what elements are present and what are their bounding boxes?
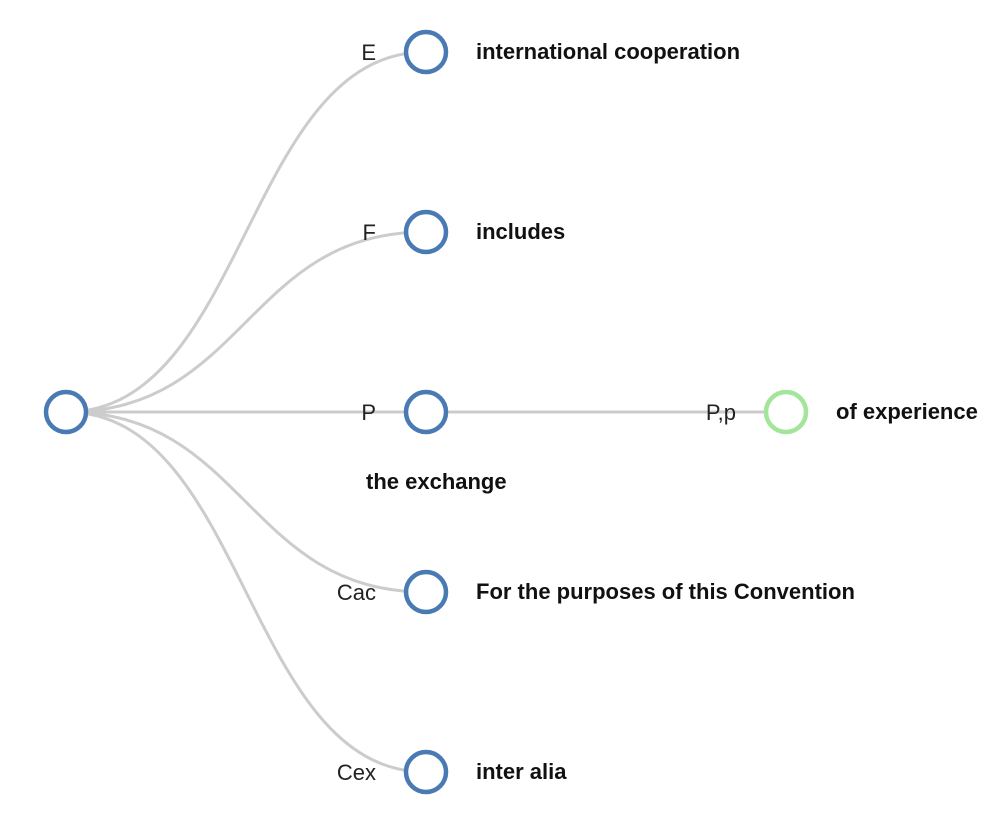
node-text: includes	[476, 219, 565, 244]
node-text: inter alia	[476, 759, 567, 784]
node-circle[interactable]	[403, 209, 449, 255]
edge-label-f: F	[363, 220, 376, 245]
node-of-experience[interactable]: P,p of experience	[706, 389, 978, 435]
node-circle[interactable]	[403, 569, 449, 615]
edge-label-p: P	[361, 400, 376, 425]
edge-label-cac: Cac	[337, 580, 376, 605]
root-node-circle[interactable]	[43, 389, 89, 435]
link-root-to-inter-alia	[65, 410, 427, 774]
link-root-to-international-cooperation	[65, 50, 427, 414]
tree-links	[65, 50, 786, 774]
node-international-cooperation[interactable]: E international cooperation	[361, 29, 740, 75]
node-text: of experience	[836, 399, 978, 424]
node-text: the exchange	[366, 469, 507, 494]
node-inter-alia[interactable]: Cex inter alia	[337, 749, 567, 795]
tree-nodes: E international cooperation F includes P…	[43, 29, 978, 795]
root-node[interactable]	[43, 389, 89, 435]
edge-label-e: E	[361, 40, 376, 65]
node-includes[interactable]: F includes	[363, 209, 566, 255]
node-the-exchange[interactable]: P the exchange	[361, 389, 507, 494]
edge-label-cex: Cex	[337, 760, 376, 785]
node-circle[interactable]	[403, 389, 449, 435]
node-purposes-of-convention[interactable]: Cac For the purposes of this Convention	[337, 569, 855, 615]
link-root-to-includes	[65, 230, 427, 414]
node-text: international cooperation	[476, 39, 740, 64]
node-circle[interactable]	[403, 29, 449, 75]
node-text: For the purposes of this Convention	[476, 579, 855, 604]
edge-label-p-p: P,p	[706, 400, 736, 425]
leaf-node-circle[interactable]	[763, 389, 809, 435]
link-root-to-purposes	[65, 410, 427, 594]
node-circle[interactable]	[403, 749, 449, 795]
